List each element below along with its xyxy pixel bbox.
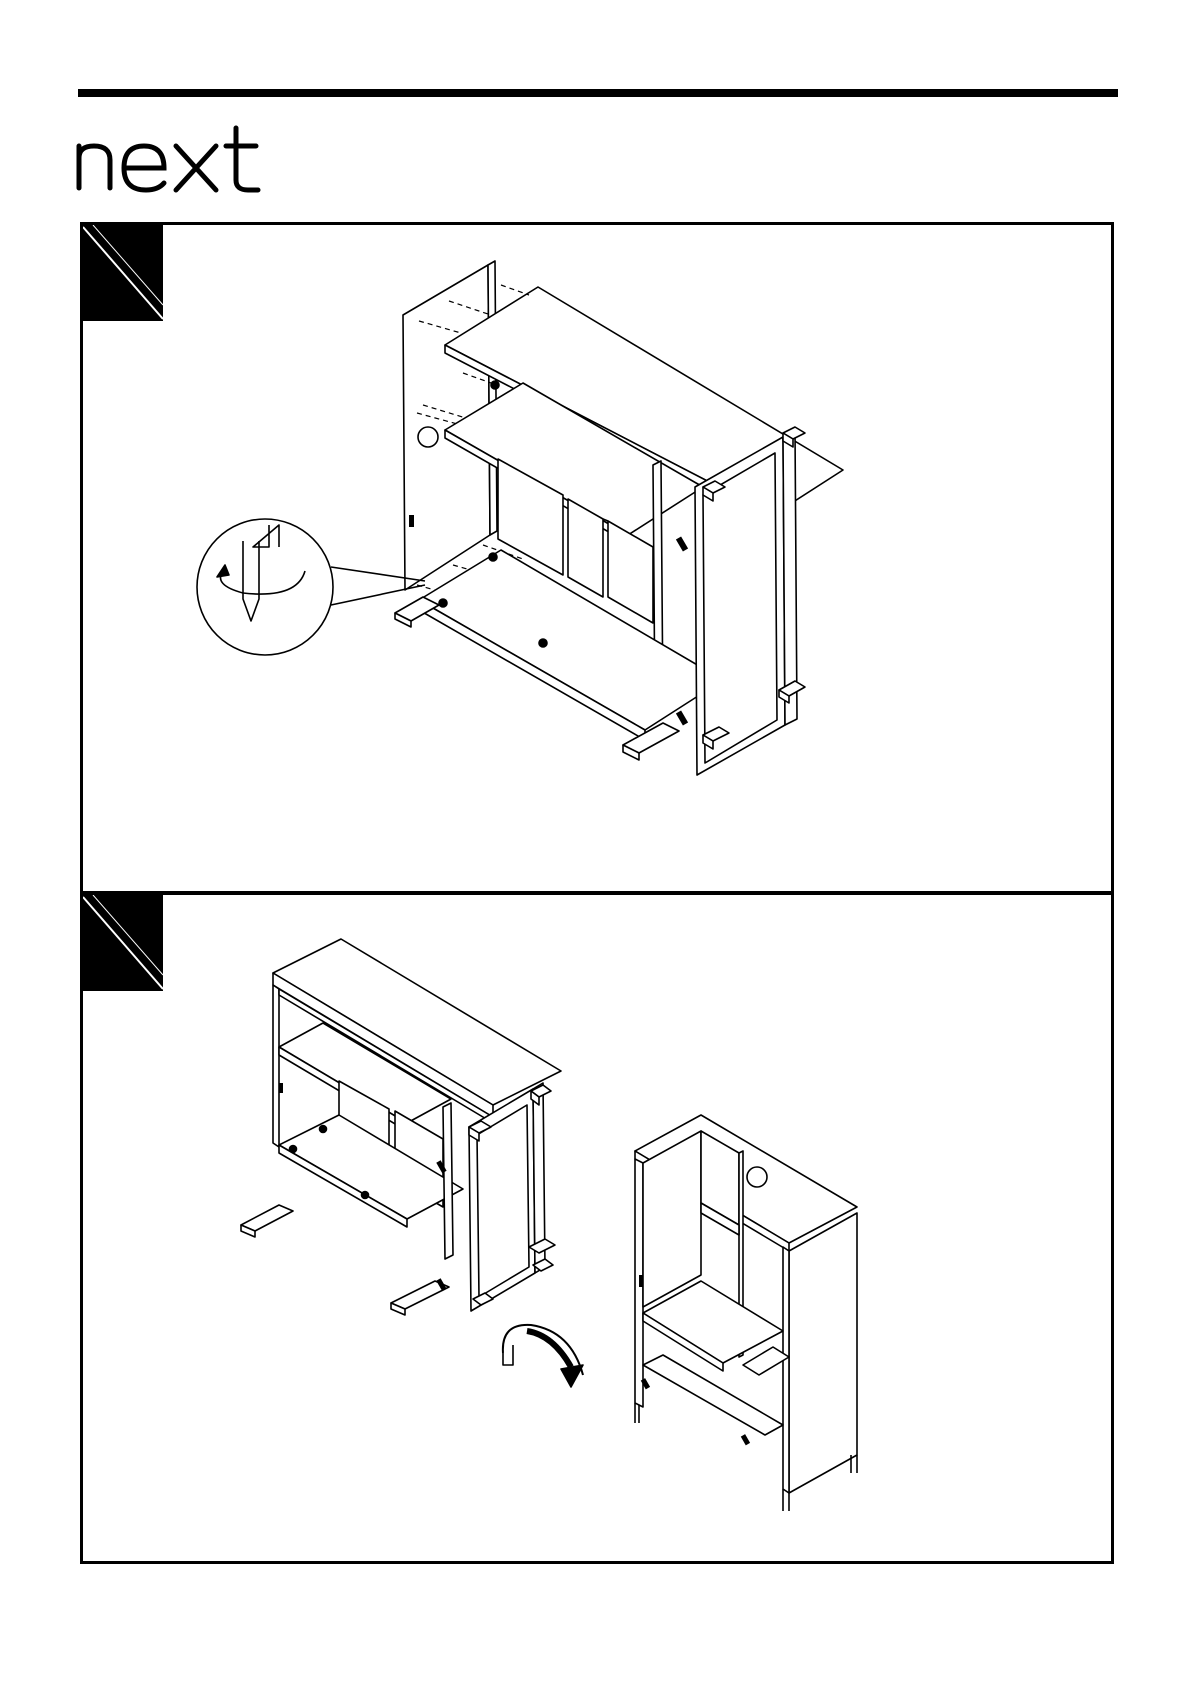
screwdriver-detail-icon (197, 519, 425, 655)
step-panel-1 (80, 222, 1114, 894)
rotate-arrow-icon (503, 1325, 583, 1387)
top-rule (78, 89, 1118, 97)
step-panel-2 (80, 892, 1114, 1564)
next-logo (76, 118, 291, 198)
assembly-drawing-1 (83, 225, 1111, 891)
assembly-drawing-2 (83, 895, 1111, 1561)
